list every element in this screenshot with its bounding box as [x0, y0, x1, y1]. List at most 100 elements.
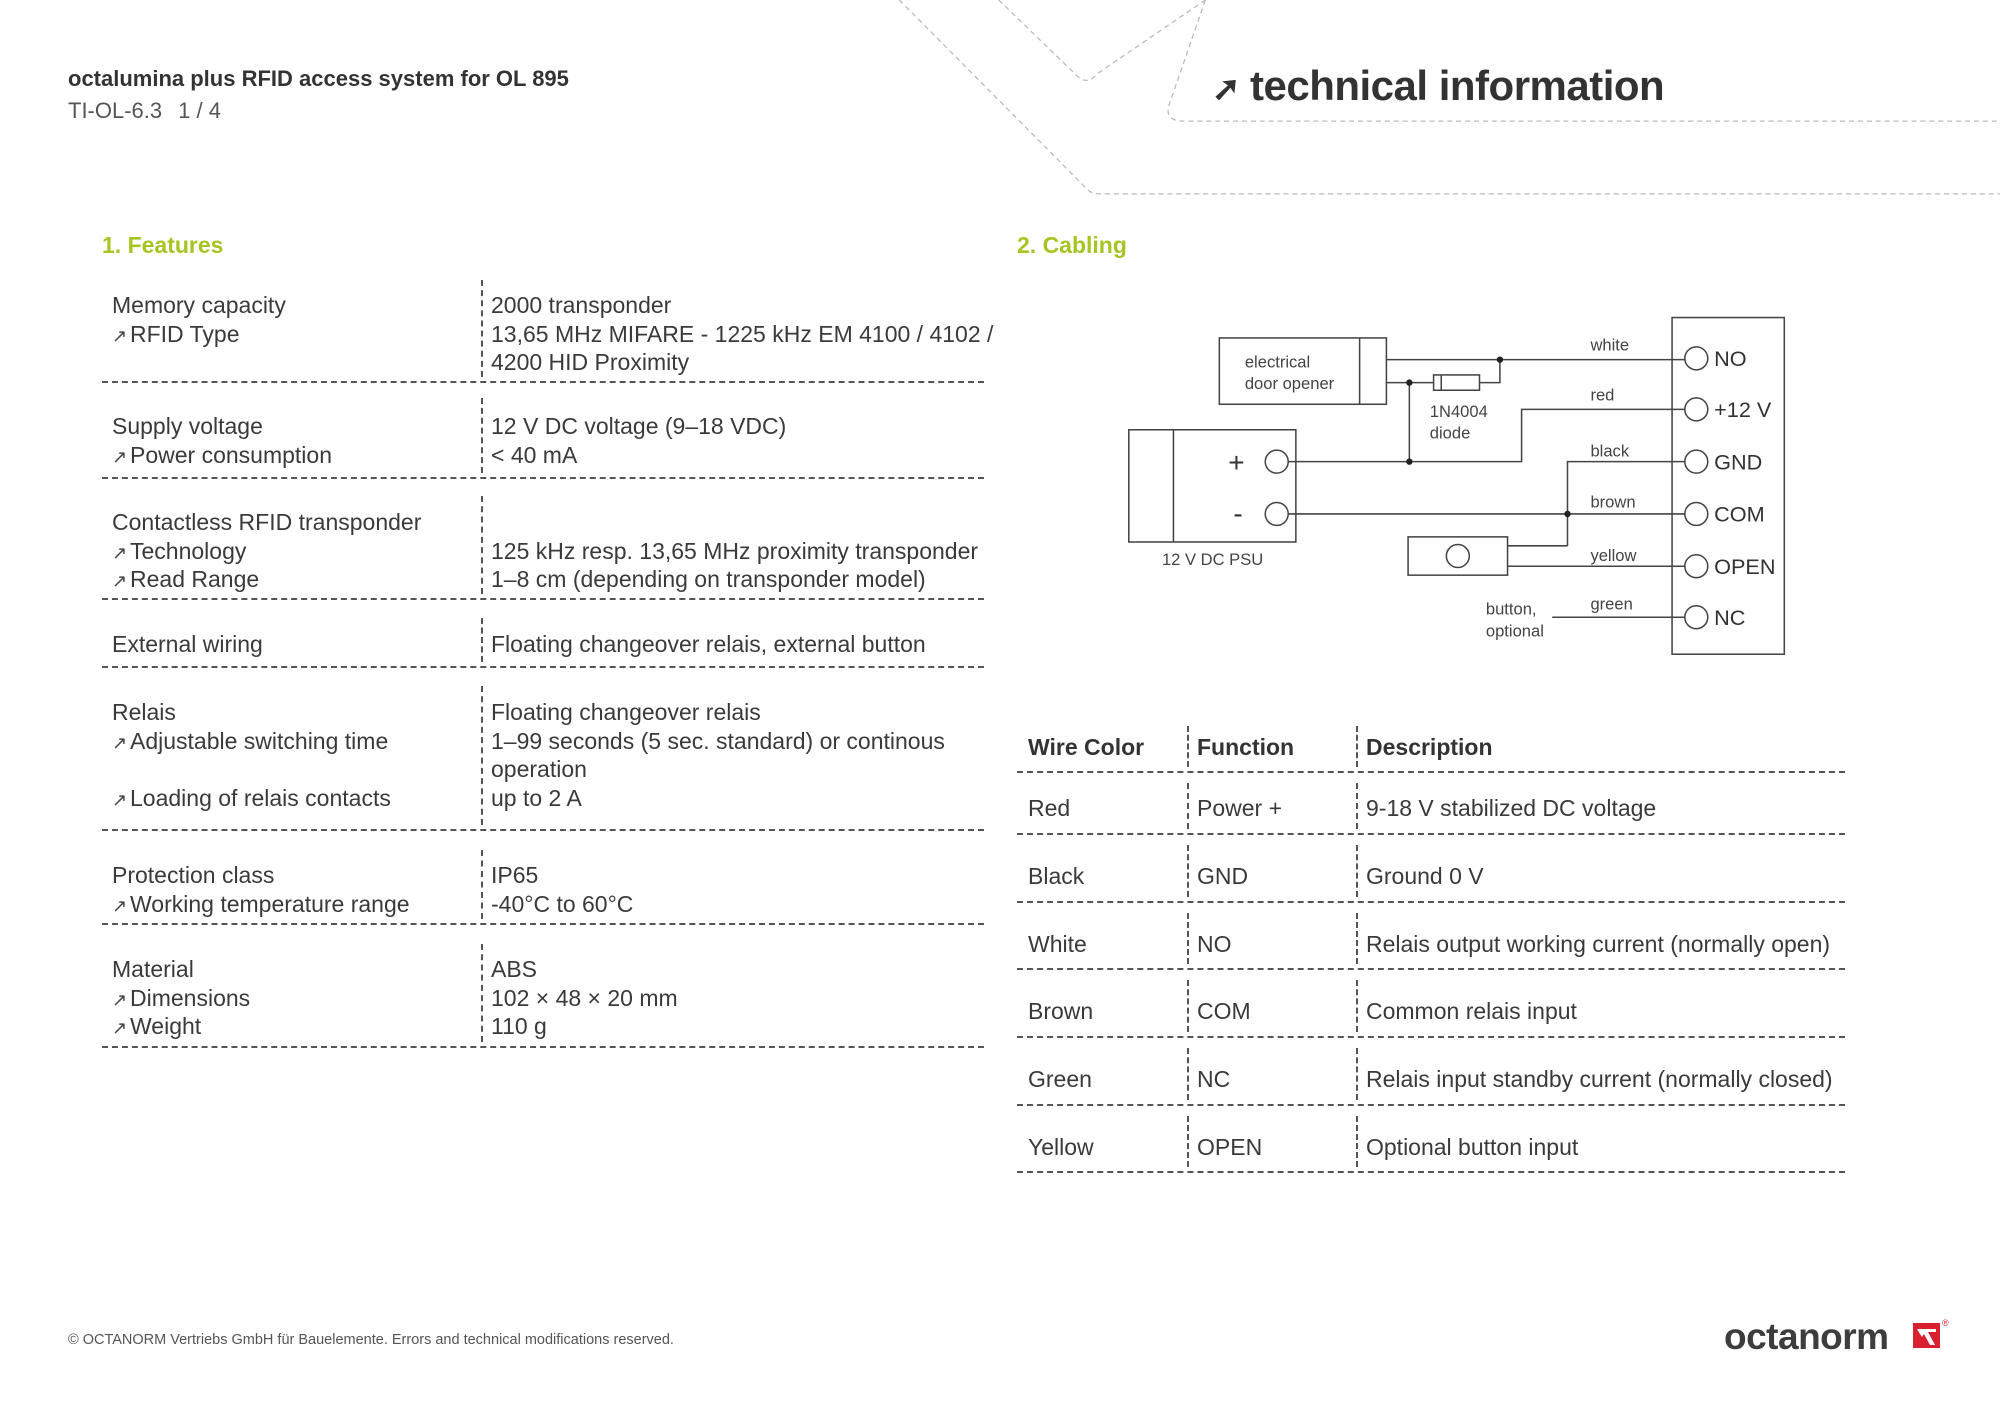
feature-label-text: Power consumption [130, 441, 332, 468]
table-cell: Red [1028, 795, 1071, 821]
terminal-label: OPEN [1714, 554, 1775, 579]
row-divider [1017, 968, 1845, 970]
logo-mark-icon [1913, 1323, 1940, 1348]
feature-sub-label: ↗Working temperature range [112, 890, 410, 919]
row-divider [102, 477, 984, 479]
wire-label: red [1590, 385, 1614, 404]
row-divider [102, 923, 984, 925]
feature-label-text: Loading of relais contacts [130, 785, 391, 812]
button-box [1407, 536, 1509, 576]
button-label: button, [1486, 600, 1537, 619]
row-divider [1017, 771, 1845, 773]
feature-label-text: Adjustable switching time [130, 727, 389, 754]
column-divider [1356, 1116, 1358, 1167]
arrow-icon: ↗ [112, 732, 128, 753]
column-divider [1356, 913, 1358, 964]
psu-box [1128, 429, 1297, 543]
feature-value: 110 g [491, 1013, 547, 1040]
feature-label-text: Read Range [130, 566, 260, 593]
column-divider [1187, 845, 1189, 897]
feature-label-text: Relais [112, 699, 176, 725]
section-title-text: technical information [1250, 62, 1665, 109]
feature-value: 102 × 48 × 20 mm [491, 984, 678, 1011]
column-divider [481, 944, 483, 1042]
feature-label-text: External wiring [112, 631, 263, 657]
terminal-label: NC [1714, 605, 1745, 630]
feature-label-text: RFID Type [130, 320, 240, 347]
table-cell: 9-18 V stabilized DC voltage [1366, 795, 1657, 821]
feature-value: IP65 [491, 862, 539, 888]
feature-label: Supply voltage [112, 412, 332, 441]
table-cell: GND [1197, 863, 1249, 889]
arrow-icon: ↗ [112, 542, 128, 563]
feature-values: 12 V DC voltage (9–18 VDC)< 40 mA [491, 412, 786, 469]
feature-label-text: Dimensions [130, 984, 251, 1011]
column-header: Function [1197, 734, 1295, 760]
table-cell: NO [1197, 931, 1232, 957]
column-divider [481, 618, 483, 662]
feature-label: Relais [112, 698, 391, 727]
wire-label: green [1590, 595, 1632, 614]
arrow-icon: ↗ [112, 989, 128, 1010]
document-title: octalumina plus RFID access system for O… [68, 66, 569, 91]
feature-sub-label: ↗Adjustable switching time [112, 727, 391, 756]
feature-values: 125 kHz resp. 13,65 MHz proximity transp… [491, 508, 978, 594]
arrow-icon: ➚ [1212, 70, 1241, 108]
feature-labels: External wiring [112, 630, 263, 659]
terminal-label: NO [1714, 346, 1746, 371]
feature-label-text: Protection class [112, 862, 275, 888]
table-cell: Relais output working current (normally … [1366, 931, 1831, 957]
table-cell: OPEN [1197, 1134, 1263, 1160]
cabling-heading: 2. Cabling [1017, 232, 1127, 258]
row-divider [1017, 1104, 1845, 1106]
doc-id: TI-OL-6.3 [68, 98, 163, 123]
feature-label: Contactless RFID transponder [112, 508, 421, 537]
feature-label-text: Material [112, 956, 194, 982]
feature-value: -40°C to 60°C [491, 890, 634, 917]
feature-sub-label: ↗RFID Type [112, 320, 286, 349]
feature-value: 1–99 seconds (5 sec. standard) or contin… [491, 727, 945, 754]
plus-label: + [1228, 447, 1244, 478]
feature-label-text: Contactless RFID transponder [112, 509, 422, 535]
feature-values: IP65-40°C to 60°C [491, 861, 633, 918]
column-divider [1356, 783, 1358, 829]
row-divider [1017, 1036, 1845, 1038]
table-cell: Common relais input [1366, 998, 1577, 1024]
psu-label: 12 V DC PSU [1162, 550, 1263, 569]
table-cell: Ground 0 V [1366, 863, 1484, 889]
feature-labels: Protection class↗Working temperature ran… [112, 861, 410, 918]
table-cell: Green [1028, 1066, 1092, 1092]
wire-label: black [1590, 442, 1629, 461]
diode-label: diode [1430, 424, 1471, 443]
feature-value: 12 V DC voltage (9–18 VDC) [491, 413, 787, 439]
row-divider [102, 381, 984, 383]
feature-labels: Contactless RFID transponder↗Technology↗… [112, 508, 421, 594]
feature-labels: Material ↗Dimensions↗Weight [112, 955, 250, 1041]
arrow-icon: ↗ [112, 790, 128, 811]
column-header: Wire Color [1028, 734, 1145, 760]
feature-sub-label: ↗Technology [112, 537, 421, 566]
button-label: optional [1486, 621, 1544, 640]
column-divider [1356, 1048, 1358, 1100]
diode-label: 1N4004 [1430, 402, 1488, 421]
feature-value: 125 kHz resp. 13,65 MHz proximity transp… [491, 537, 979, 564]
column-divider [1187, 913, 1189, 964]
arrow-icon: ↗ [112, 325, 128, 346]
feature-sub-label: ↗Power consumption [112, 441, 332, 470]
feature-value: up to 2 A [491, 785, 582, 812]
column-divider [1187, 1048, 1189, 1100]
feature-label-text: Weight [130, 1013, 202, 1040]
door-opener-label: electrical [1245, 352, 1310, 371]
terminal-label: +12 V [1714, 397, 1772, 422]
column-header: Description [1366, 734, 1493, 760]
table-cell: COM [1197, 998, 1251, 1024]
feature-labels: Relais↗Adjustable switching time↗Loading… [112, 698, 391, 813]
column-divider [1356, 845, 1358, 897]
arrow-icon: ↗ [112, 1018, 128, 1039]
section-title: ➚technical information [1212, 62, 1665, 110]
column-divider [481, 496, 483, 594]
feature-label [112, 755, 391, 784]
feature-labels: Supply voltage↗Power consumption [112, 412, 332, 469]
feature-label: Protection class [112, 861, 410, 890]
